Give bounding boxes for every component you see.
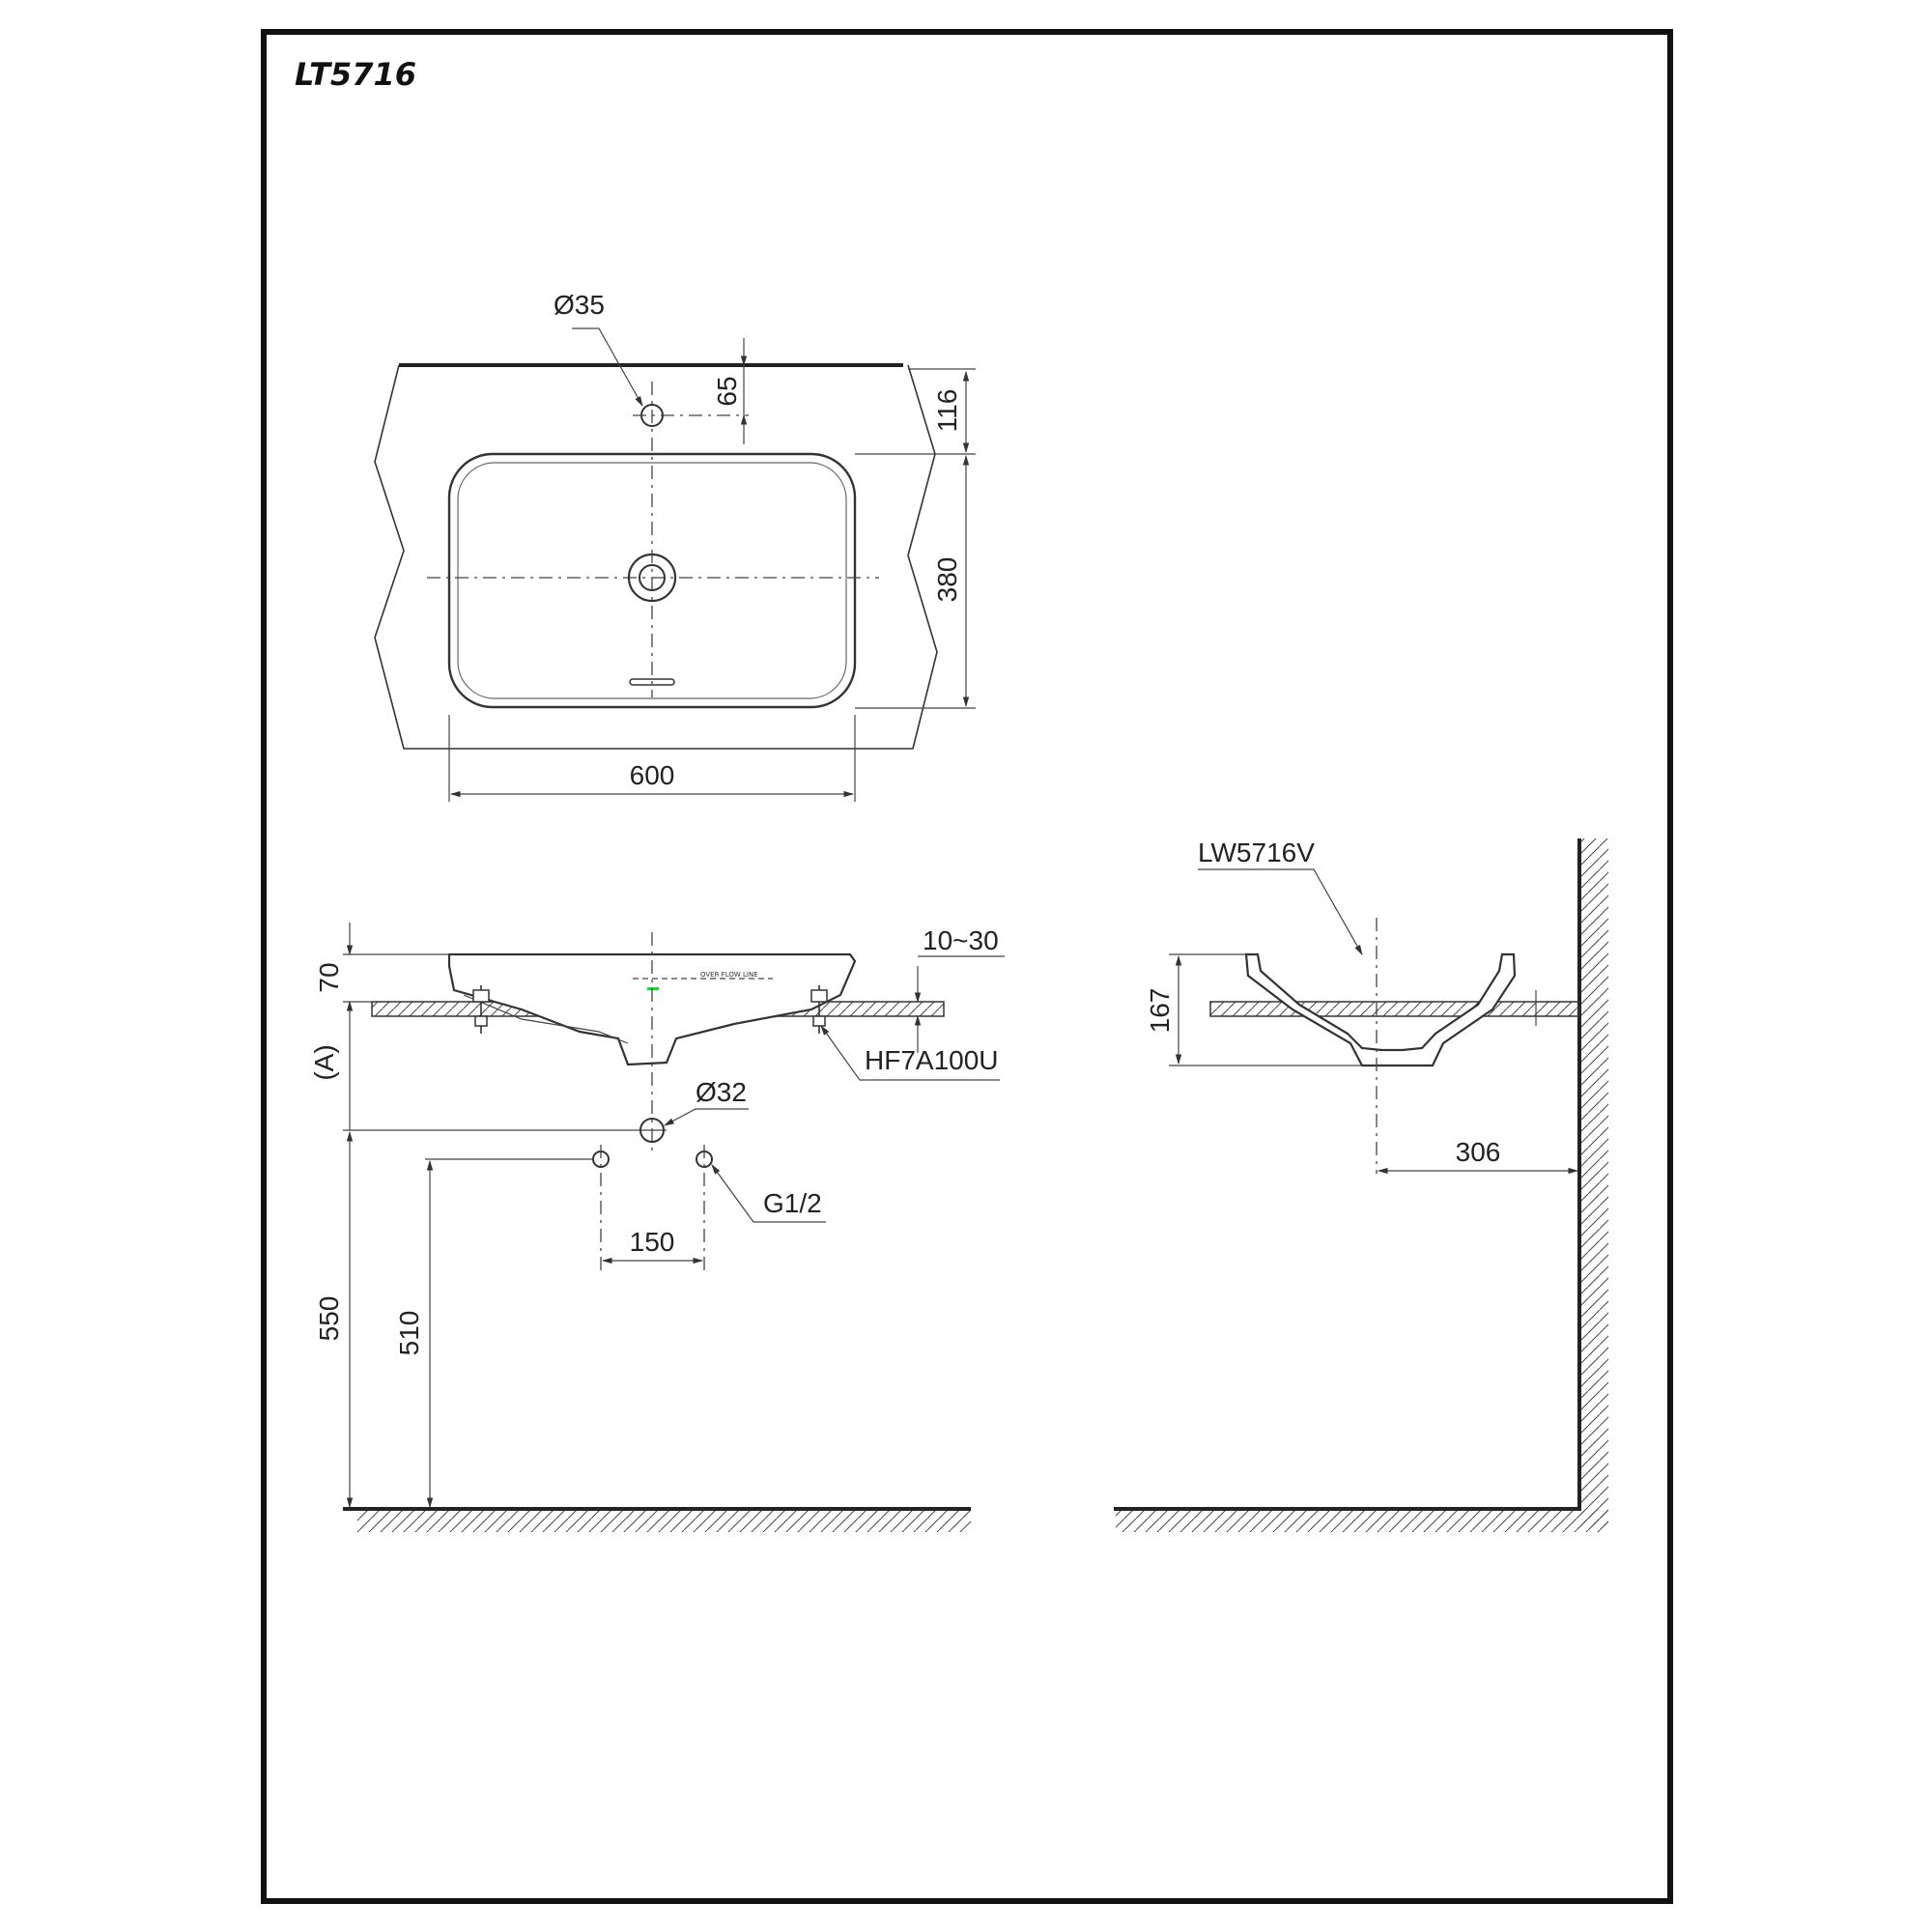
top-to-bowl-dim: 116 <box>932 389 962 433</box>
height-dim: 70 <box>314 962 344 992</box>
top-view: Ø35 65 116 380 600 <box>374 290 976 802</box>
drain-outlet <box>639 1118 665 1143</box>
supply-spacing-dim: 150 <box>630 1227 675 1257</box>
section-view: LW5716V 167 306 <box>1114 838 1608 1532</box>
overflow-line-note: OVER FLOW LINE <box>700 971 758 979</box>
drawing-frame <box>261 29 1673 1904</box>
overflow-slot <box>629 678 675 686</box>
counter-thickness-dim: 10~30 <box>923 925 999 955</box>
supply-height-dim: 510 <box>394 1311 424 1356</box>
width-dim: 600 <box>630 760 675 790</box>
front-view: OVER FLOW LINE 70 (A) 10~30 HF7A100U Ø32 <box>309 923 1005 1532</box>
clamp-right <box>810 985 828 1034</box>
clamp-left <box>472 985 490 1034</box>
dimension-a-label: (A) <box>309 1044 339 1080</box>
section-depth-dim: 167 <box>1145 988 1175 1034</box>
drain-circle <box>627 553 677 603</box>
tap-hole-diameter-label: Ø35 <box>554 290 605 320</box>
basin-outline <box>447 452 857 709</box>
clamp-code-label: HF7A100U <box>865 1045 999 1075</box>
drain-diameter-label: Ø32 <box>696 1077 747 1107</box>
bowl-depth-dim: 380 <box>932 557 962 603</box>
basin-section <box>1244 952 1517 1067</box>
tap-offset-dim: 65 <box>712 376 742 406</box>
supply-thread-label: G1/2 <box>763 1188 822 1218</box>
model-title: LT5716 <box>295 56 416 93</box>
wall-distance-dim: 306 <box>1456 1137 1501 1167</box>
countertop-section <box>1209 1001 1580 1017</box>
section-model-label: LW5716V <box>1198 838 1315 867</box>
countertop-outline <box>374 364 938 750</box>
drain-height-dim: 550 <box>314 1296 344 1342</box>
